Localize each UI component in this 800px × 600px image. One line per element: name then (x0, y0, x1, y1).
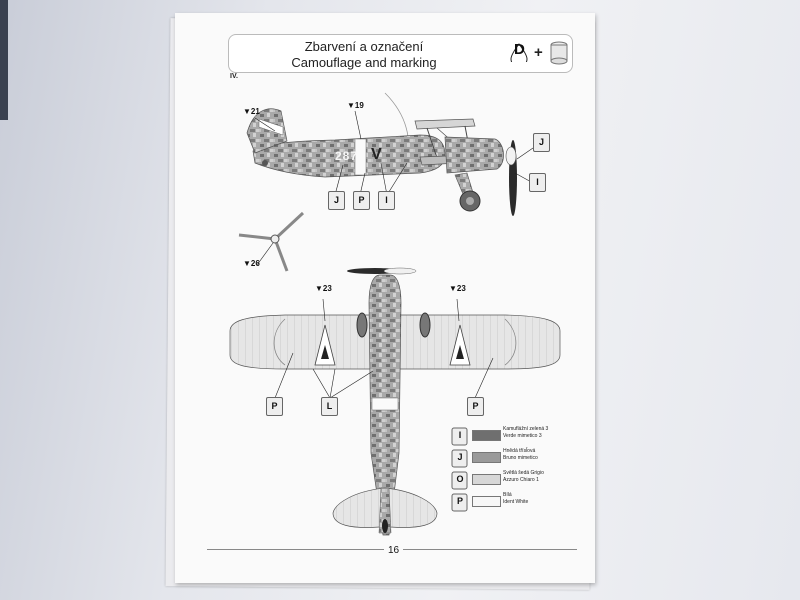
tail-white-band (258, 118, 284, 136)
callout-tail: ▼21 (243, 107, 260, 116)
plan-white-band (371, 397, 399, 411)
side-tail-fin (246, 108, 288, 154)
side-upper-wing (414, 118, 476, 130)
title-czech: Zbarvení a označení (304, 39, 424, 54)
drop-icon: ▼ (347, 101, 355, 110)
drop-icon: ▼ (315, 284, 323, 293)
legend-name-czech: Kamuflážní zelená 3 (503, 426, 549, 432)
paint-can-icon (550, 41, 568, 65)
aircraft-drawings (229, 92, 561, 536)
glue-drop-icon (510, 43, 528, 62)
side-code-marking: 287 (335, 149, 359, 163)
paint-can-side-1 (328, 191, 345, 210)
prop-spinner (505, 146, 517, 166)
legend-letter: J (457, 452, 463, 462)
paint-can-letter: J (538, 137, 544, 147)
legend-swatch (472, 452, 501, 463)
paint-can-letter: P (358, 195, 365, 205)
legend-name-italian: Bruno mimetico (503, 455, 538, 461)
drop-icon: ▼ (243, 259, 251, 268)
legend-cans (451, 427, 468, 512)
drop-icon: ▼ (243, 107, 251, 116)
desk-edge (0, 0, 8, 120)
paint-can-nose-1 (533, 133, 550, 152)
paint-can-side-2 (353, 191, 370, 210)
legend-name-czech: Světlá šedá Grigio (503, 470, 544, 476)
callout-right-wing: ▼23 (449, 284, 466, 293)
fuselage-white-band (354, 138, 367, 176)
legend-name-czech: Bílá (503, 492, 512, 498)
legend-letter: P (456, 496, 463, 506)
legend-row: P Bílá Ident White (452, 491, 592, 513)
legend-name-italian: Ident White (503, 499, 529, 505)
glue-letter: D (514, 41, 525, 58)
section-number: IV. (230, 73, 238, 80)
callout-cockpit: ▼19 (347, 101, 364, 110)
page-number: 16 (384, 545, 404, 556)
plan-view-biplane (229, 267, 561, 536)
callout-prop-spinner: ▼26 (243, 259, 260, 268)
right-fairing (419, 312, 431, 338)
legend-swatch (472, 430, 501, 441)
plus-sign: + (534, 44, 543, 61)
legend-row: J Hnědá třísl̆ová Bruno mimetico (452, 447, 592, 469)
paint-can-letter: P (472, 401, 479, 411)
color-legend: I Kamuflážní zelená 3 Verde mimetico 3 J… (452, 425, 592, 513)
paint-can-letter: J (333, 195, 339, 205)
paint-can-plan-1 (266, 397, 283, 416)
legend-swatch (472, 496, 501, 507)
side-fuselage (252, 134, 446, 178)
paint-can-letter: P (271, 401, 278, 411)
side-view-biplane (246, 92, 517, 216)
spare-propeller-drawing (238, 211, 305, 272)
side-letter-marking: V (371, 146, 382, 163)
legend-name-czech: Hnědá třísl̆ová (503, 448, 536, 454)
callout-left-wing: ▼23 (315, 284, 332, 293)
left-fairing (356, 312, 368, 338)
engine-cowling (444, 136, 504, 174)
instruction-sheet: Zbarvení a označení Camouflage and marki… (175, 13, 595, 583)
plan-leader-lines (274, 298, 494, 399)
drop-icon: ▼ (449, 284, 457, 293)
legend-letter: O (456, 474, 464, 484)
paint-can-letter: I (536, 177, 539, 187)
title-box: Zbarvení a označení Camouflage and marki… (228, 34, 573, 73)
paint-can-letter: L (326, 401, 333, 411)
paint-can-plan-2 (321, 397, 338, 416)
legend-name-italian: Verde mimetico 3 (503, 433, 542, 439)
legend-row: O Světlá šedá Grigio Azzuro Chiaro 1 (452, 469, 592, 491)
legend-swatch (472, 474, 501, 485)
paint-can-nose-2 (529, 173, 546, 192)
legend-letter: I (458, 430, 462, 440)
title-english: Camouflage and marking (291, 55, 437, 70)
legend-name-italian: Azzuro Chiaro 1 (503, 477, 539, 483)
legend-row: I Kamuflážní zelená 3 Verde mimetico 3 (452, 425, 592, 447)
paint-can-side-3 (378, 191, 395, 210)
paint-can-plan-3 (467, 397, 484, 416)
paint-can-letter: I (385, 195, 388, 205)
